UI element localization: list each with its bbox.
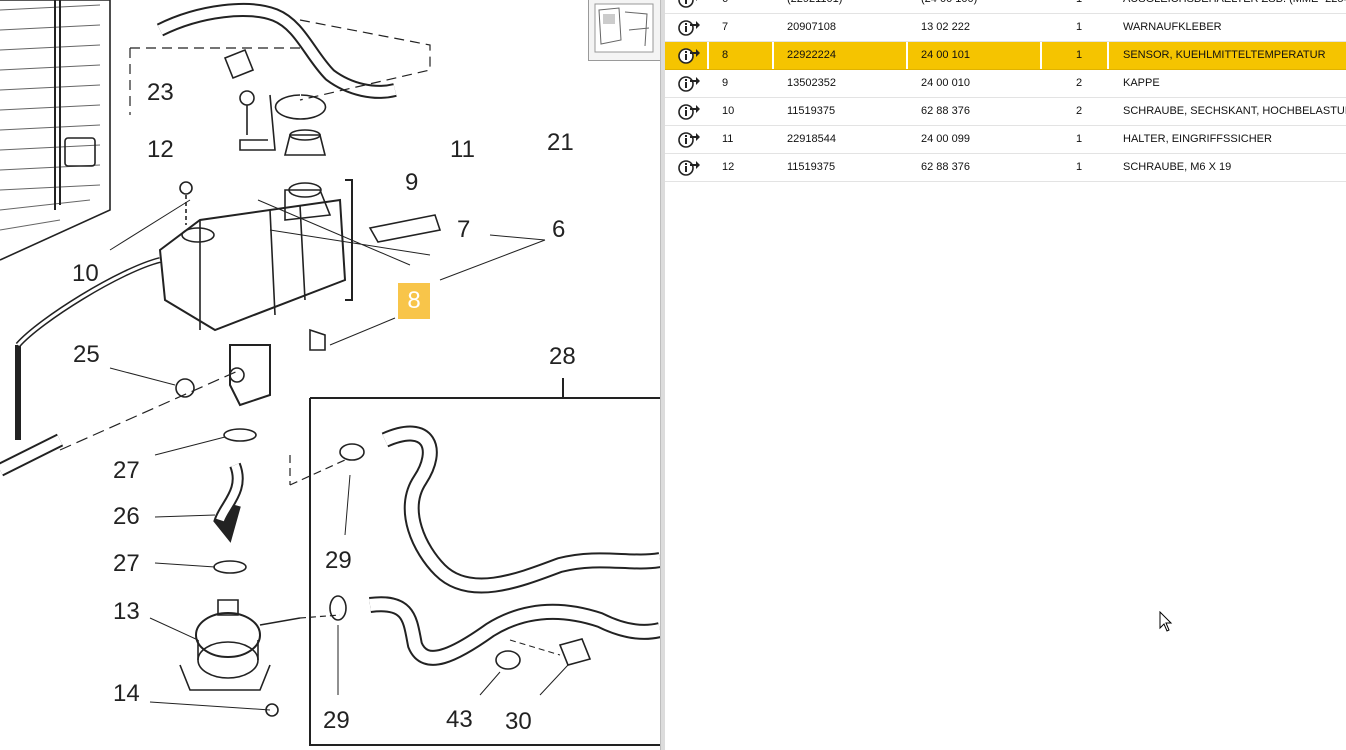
pos-cell: 10	[722, 105, 735, 117]
catalog-number-cell: 62 88 376	[921, 105, 970, 117]
info-arrow-icon[interactable]	[678, 130, 700, 149]
callout-11: 11	[450, 136, 475, 163]
callout-30: 30	[505, 708, 532, 735]
quantity-cell: 2	[1076, 105, 1083, 117]
pos-cell: 6	[722, 0, 728, 13]
pos-cell: 11	[722, 133, 734, 145]
table-row[interactable]: 6 (22921101) (24 00 100) 1 AUSGLEICHSBEHAELT…	[665, 0, 1346, 14]
quantity-cell: 1	[1076, 49, 1083, 61]
parts-diagram[interactable]: 23 12 11 21 9 7 6 10 25 28 27 26 27 13 1…	[0, 0, 660, 750]
quantity-cell: 2	[1076, 77, 1083, 89]
splitter-handle[interactable]	[660, 0, 665, 750]
diagram-thumbnail[interactable]	[588, 0, 660, 61]
info-arrow-icon[interactable]	[678, 0, 700, 9]
description-cell: SCHRAUBE, SECHSKANT, HOCHBELASTUNG	[1123, 105, 1346, 117]
callout-13: 13	[113, 598, 140, 625]
description-cell: HALTER, EINGRIFFSSICHER	[1123, 133, 1272, 145]
catalog-number-cell: 24 00 101	[921, 49, 970, 61]
description-cell: WARNAUFKLEBER	[1123, 21, 1222, 33]
callout-23: 23	[147, 79, 174, 106]
table-row[interactable]: 11 22918544 24 00 099 1 HALTER, EINGRIFFSSIC…	[665, 126, 1346, 154]
quantity-cell: 1	[1076, 161, 1083, 173]
part-number-cell: 22922224	[787, 49, 836, 61]
callout-29-upper: 29	[325, 547, 352, 574]
table-row[interactable]: 10 11519375 62 88 376 2 SCHRAUBE, SECHSKANT,…	[665, 98, 1346, 126]
column-separator	[906, 42, 908, 69]
callout-6: 6	[552, 216, 565, 243]
info-arrow-icon[interactable]	[678, 18, 700, 37]
callout-27-upper: 27	[113, 457, 140, 484]
catalog-number-cell: (24 00 100)	[921, 0, 977, 13]
callout-29-lower: 29	[323, 707, 350, 734]
catalog-number-cell: 62 88 376	[921, 161, 970, 173]
pos-cell: 7	[722, 21, 729, 33]
part-number-cell: 20907108	[787, 21, 836, 33]
callout-12: 12	[147, 136, 174, 163]
table-row[interactable]: 9 13502352 24 00 010 2 KAPPE	[665, 70, 1346, 98]
callout-highlight	[398, 283, 430, 319]
catalog-number-cell: 13 02 222	[921, 21, 970, 33]
thumbnail-image	[594, 3, 654, 53]
description-cell: SENSOR, KUEHLMITTELTEMPERATUR	[1123, 49, 1326, 61]
pos-cell: 12	[722, 161, 735, 173]
info-arrow-icon[interactable]	[678, 46, 700, 65]
info-arrow-icon[interactable]	[678, 74, 700, 93]
part-number-cell: 22918544	[787, 133, 836, 145]
part-number-cell: 13502352	[787, 77, 836, 89]
mouse-cursor-icon	[1159, 611, 1173, 632]
callout-8-highlighted[interactable]: 8	[407, 287, 421, 314]
column-separator	[1040, 42, 1042, 69]
callout-26: 26	[113, 503, 140, 530]
description-cell: AUSGLEICHSBEHAELTER ZSB. (MME- 2254045	[1123, 0, 1346, 13]
column-separator	[772, 42, 774, 69]
pos-cell: 8	[722, 49, 729, 61]
callout-9: 9	[405, 169, 418, 196]
description-cell: SCHRAUBE, M6 X 19	[1123, 161, 1232, 173]
callout-21: 21	[547, 129, 574, 156]
callout-10: 10	[72, 260, 99, 287]
quantity-cell: 1	[1076, 133, 1083, 145]
table-row[interactable]: 8 22922224 24 00 101 1 SENSOR, KUEHLMITTELTE…	[665, 42, 1346, 70]
callout-14: 14	[113, 680, 140, 707]
callout-43: 43	[446, 706, 473, 733]
callout-28: 28	[549, 343, 576, 370]
table-row[interactable]: 7 20907108 13 02 222 1 WARNAUFKLEBER	[665, 14, 1346, 42]
part-number-cell: 11519375	[787, 105, 836, 117]
catalog-number-cell: 24 00 010	[921, 77, 970, 89]
callout-7: 7	[457, 216, 470, 243]
pos-cell: 9	[722, 77, 729, 89]
parts-list-panel: 6 (22921101) (24 00 100) 1 AUSGLEICHSBEHAELT…	[665, 0, 1346, 750]
quantity-cell: 1	[1076, 0, 1082, 13]
catalog-number-cell: 24 00 099	[921, 133, 970, 145]
callout-25: 25	[73, 341, 100, 368]
description-cell: KAPPE	[1123, 77, 1160, 89]
callout-27-lower: 27	[113, 550, 140, 577]
table-row[interactable]: 12 11519375 62 88 376 1 SCHRAUBE, M6 X 19	[665, 154, 1346, 182]
info-arrow-icon[interactable]	[678, 102, 700, 121]
quantity-cell: 1	[1076, 21, 1083, 33]
column-separator	[707, 42, 709, 69]
part-number-cell: 11519375	[787, 161, 836, 173]
info-arrow-icon[interactable]	[678, 158, 700, 177]
column-separator	[1107, 42, 1109, 69]
part-number-cell: (22921101)	[787, 0, 842, 13]
diagram-drawing: 23 12 11 21 9 7 6 10 25 28 27 26 27 13 1…	[0, 0, 660, 746]
